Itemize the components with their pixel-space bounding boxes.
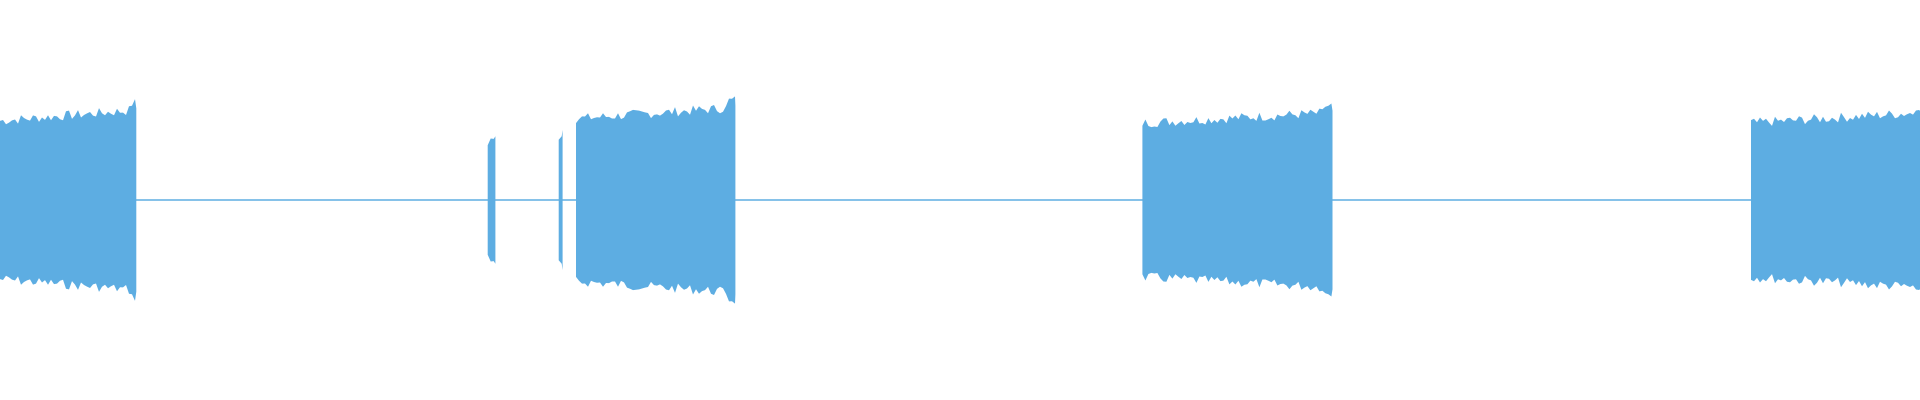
waveform-burst — [0, 99, 137, 301]
waveform-burst — [1751, 110, 1920, 290]
waveform-baseline — [0, 199, 1920, 201]
waveform-blip — [558, 129, 563, 271]
waveform-burst — [1142, 103, 1333, 297]
waveform-burst — [576, 96, 736, 304]
waveform-blip — [487, 136, 496, 264]
